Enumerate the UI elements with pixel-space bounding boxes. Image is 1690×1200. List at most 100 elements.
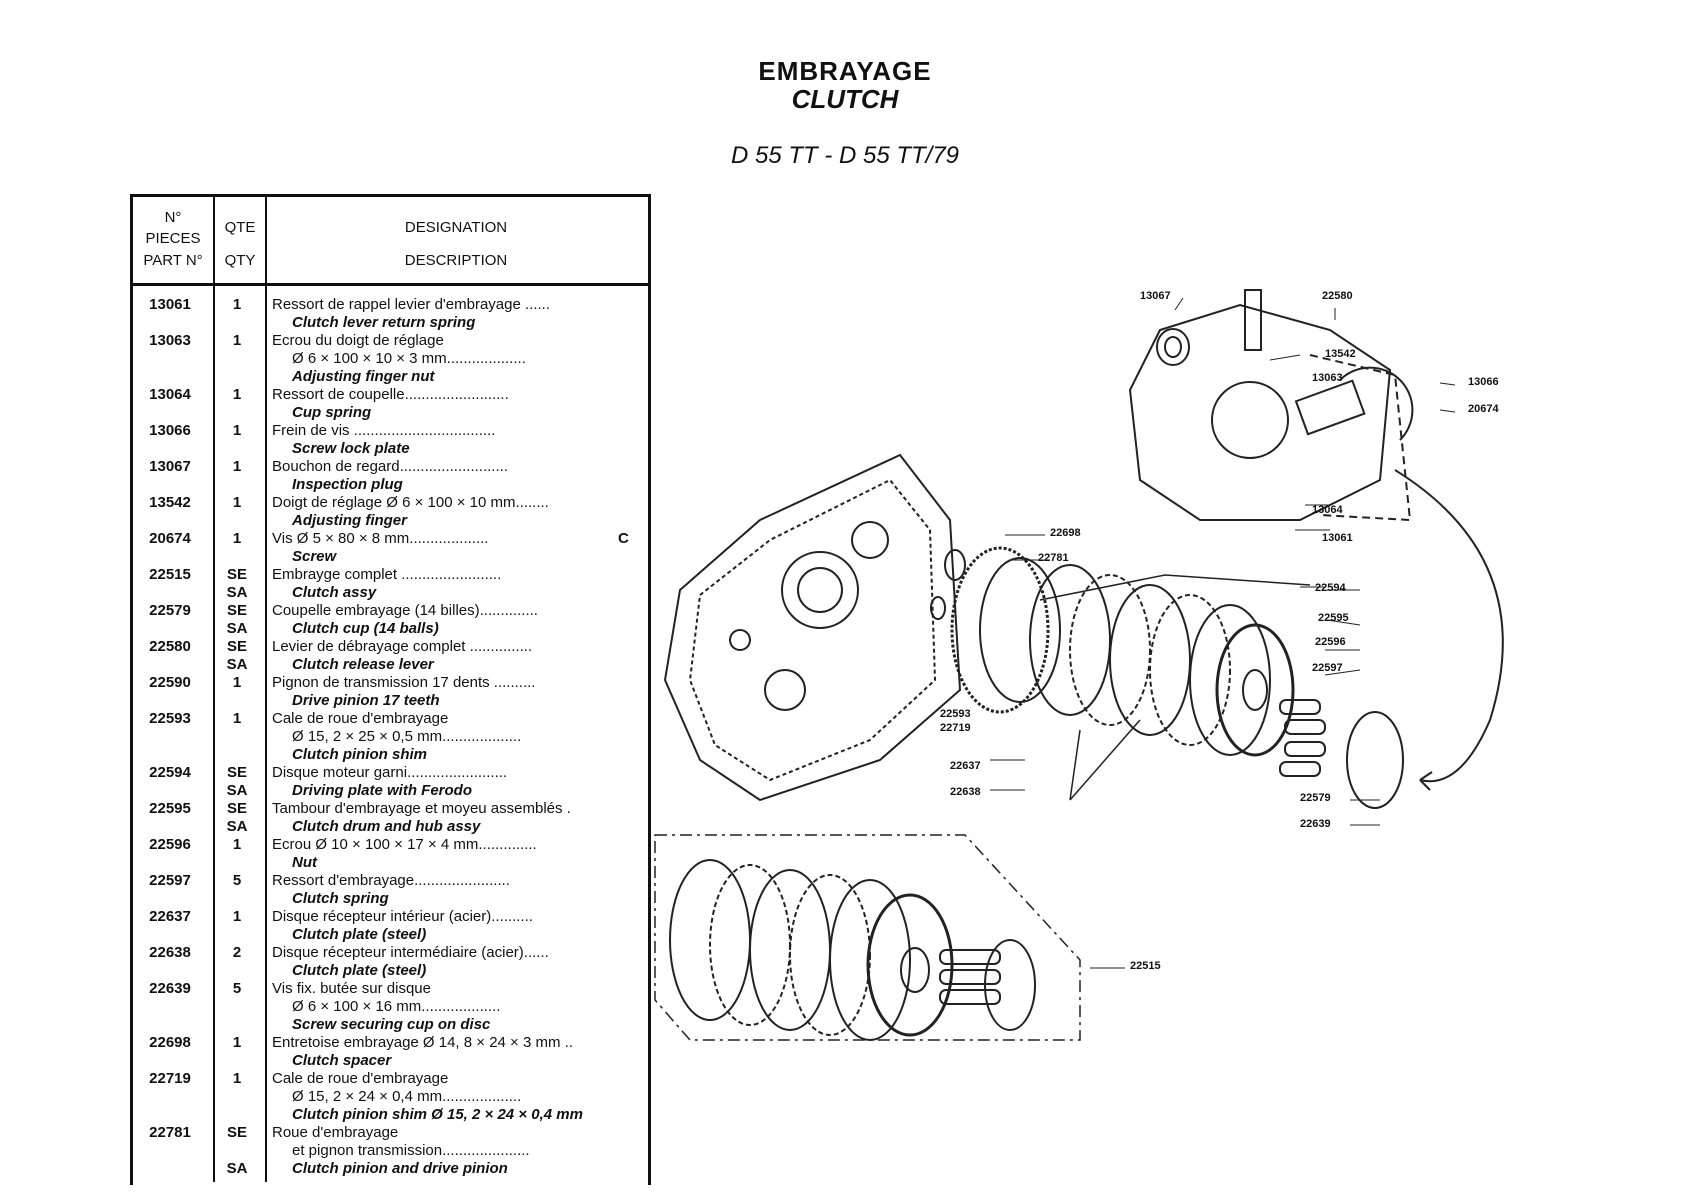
model-title: D 55 TT - D 55 TT/79 — [730, 142, 960, 169]
description-en: Clutch spring — [292, 890, 389, 907]
diagram-label-22595: 22595 — [1318, 612, 1349, 624]
quantity-value: 1 — [232, 1034, 242, 1051]
description-en: Adjusting finger nut — [292, 368, 435, 385]
quantity-value: SA — [226, 782, 248, 799]
designation-fr: Ressort de rappel levier d'embrayage ...… — [272, 296, 550, 313]
quantity: 1 — [212, 530, 262, 548]
description-en: Clutch lever return spring — [292, 314, 476, 331]
title-fr: EMBRAYAGE — [758, 56, 932, 86]
quantity: 1 — [212, 908, 262, 926]
quantity-value: SE — [226, 764, 247, 781]
part-number: 22590 — [149, 674, 191, 691]
quantity-value: 1 — [232, 836, 242, 853]
release-lever-dashed — [1309, 354, 1412, 522]
designation-detail: Ø 15, 2 × 25 × 0,5 mm................... — [292, 728, 522, 745]
designation-fr: Roue d'embrayage — [272, 1124, 399, 1141]
header-part-fr-text: N° PIECES — [145, 209, 201, 247]
part-number: 22596 — [149, 836, 191, 853]
quantity: 1 — [212, 422, 262, 440]
designation: Disque récepteur intermédiaire (acier)..… — [272, 944, 642, 980]
header-desc-en: DESCRIPTION — [404, 252, 508, 269]
header-part-fr: N° PIECES — [133, 207, 213, 249]
designation-fr: Bouchon de regard.......................… — [272, 458, 508, 475]
designation-fr: Cale de roue d'embrayage — [272, 710, 449, 727]
designation-fr: Embrayge complet .......................… — [272, 566, 502, 583]
designation-fr: Disque moteur garni.....................… — [272, 764, 508, 781]
crankcase-bearing — [781, 551, 859, 629]
quantity: 1 — [212, 458, 262, 476]
description-en: Clutch pinion and drive pinion — [292, 1160, 508, 1177]
part-number: 22698 — [149, 1034, 191, 1051]
designation: Doigt de réglage Ø 6 × 100 × 10 mm......… — [272, 494, 642, 530]
description-en: Clutch plate (steel) — [292, 926, 427, 943]
diagram-label-22719: 22719 — [940, 722, 971, 734]
diagram-label-22638: 22638 — [950, 786, 981, 798]
designation-fr: Disque récepteur intérieur (acier)......… — [272, 908, 533, 925]
clutch-spring — [1279, 699, 1321, 715]
designation-fr: Ecrou Ø 10 × 100 × 17 × 4 mm............… — [272, 836, 537, 853]
designation: Vis Ø 5 × 80 × 8 mm...................Sc… — [272, 530, 642, 566]
quantity: 5 — [212, 980, 262, 998]
designation-fr: Ressort de coupelle.....................… — [272, 386, 509, 403]
quantity: 1 — [212, 836, 262, 854]
quantity-value: SA — [226, 656, 248, 673]
column-divider — [265, 194, 267, 1182]
column-divider — [213, 194, 215, 1182]
quantity-value: 1 — [232, 710, 242, 727]
quantity-value: 2 — [232, 944, 242, 961]
description-en: Clutch pinion shim Ø 15, 2 × 24 × 0,4 mm — [292, 1106, 583, 1123]
quantity: 1 — [212, 296, 262, 314]
designation: Disque récepteur intérieur (acier)......… — [272, 908, 642, 944]
clutch-plate — [1029, 564, 1111, 716]
designation-fr: Doigt de réglage Ø 6 × 100 × 10 mm......… — [272, 494, 549, 511]
designation: Bouchon de regard.......................… — [272, 458, 642, 494]
designation: Frein de vis ...........................… — [272, 422, 642, 458]
assembly-dashed-frame — [654, 834, 1081, 1041]
quantity-value: SA — [226, 584, 248, 601]
part-code: C — [618, 530, 629, 547]
diagram-label-22580: 22580 — [1322, 290, 1353, 302]
release-lever — [1294, 379, 1366, 436]
designation: Pignon de transmission 17 dents ........… — [272, 674, 642, 710]
designation-fr: Entretoise embrayage Ø 14, 8 × 24 × 3 mm… — [272, 1034, 573, 1051]
diagram-label-13066: 13066 — [1468, 376, 1499, 388]
diagram-label-22639: 22639 — [1300, 818, 1331, 830]
quantity-value: 1 — [232, 386, 242, 403]
designation: Ecrou Ø 10 × 100 × 17 × 4 mm............… — [272, 836, 642, 872]
quantity: 1 — [212, 674, 262, 692]
quantity-value: 1 — [232, 674, 242, 691]
designation: Entretoise embrayage Ø 14, 8 × 24 × 3 mm… — [272, 1034, 642, 1070]
lever-link-arrow — [1394, 469, 1504, 783]
quantity-value: 5 — [232, 980, 242, 997]
pressure-plate — [1215, 623, 1295, 757]
part-number: 20674 — [149, 530, 191, 547]
description-en: Clutch pinion shim — [292, 746, 427, 763]
inspection-plug — [1156, 328, 1190, 366]
quantity-value: 1 — [232, 908, 242, 925]
quantity-value: 1 — [232, 494, 242, 511]
description-en: Screw securing cup on disc — [292, 1016, 491, 1033]
quantity-value: SE — [226, 602, 247, 619]
designation-fr: Pignon de transmission 17 dents ........… — [272, 674, 536, 691]
description-en: Clutch plate (steel) — [292, 962, 427, 979]
diagram-label-22698: 22698 — [1050, 527, 1081, 539]
quantity-value: 1 — [232, 422, 242, 439]
description-en: Clutch drum and hub assy — [292, 818, 481, 835]
quantity-value: 1 — [232, 530, 242, 547]
part-number: 13066 — [149, 422, 191, 439]
diagram-label-22781: 22781 — [1038, 552, 1069, 564]
crankcase-gasket — [688, 478, 937, 782]
quantity-value: SA — [226, 818, 248, 835]
diagram-label-13063: 13063 — [1312, 372, 1343, 384]
quantity-value: 1 — [232, 332, 242, 349]
header-part-en: PART N° — [143, 252, 203, 269]
title-en: CLUTCH — [791, 84, 899, 114]
designation: Embrayge complet .......................… — [272, 566, 642, 602]
diagram-label-22594: 22594 — [1315, 582, 1346, 594]
diagram-label-22596: 22596 — [1315, 636, 1346, 648]
designation: Disque moteur garni.....................… — [272, 764, 642, 800]
